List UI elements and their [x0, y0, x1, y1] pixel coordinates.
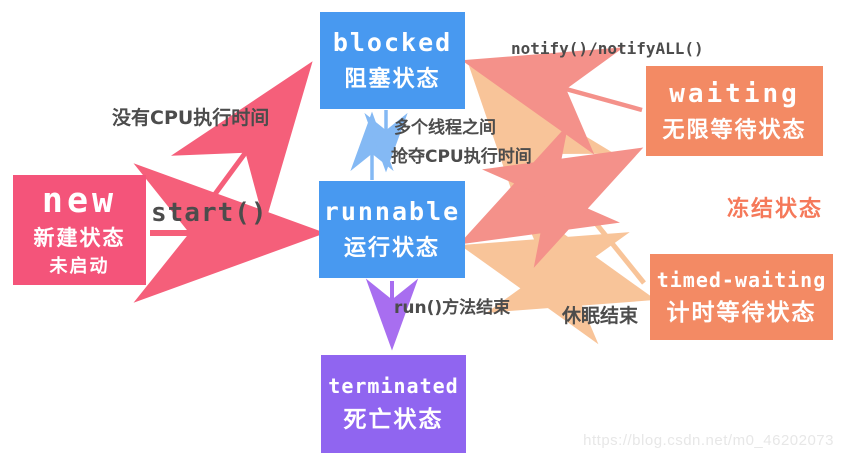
node-new: new 新建状态 未启动	[13, 175, 146, 285]
node-runnable-subtitle: 运行状态	[343, 236, 440, 261]
sleep-end-label: 休眠结束	[562, 305, 639, 327]
node-new-note: 未启动	[49, 256, 110, 277]
node-waiting: waiting 无限等待状态	[646, 66, 823, 156]
node-timed-waiting-subtitle: 计时等待状态	[666, 299, 817, 326]
node-new-subtitle: 新建状态	[33, 226, 126, 250]
node-blocked: blocked 阻塞状态	[320, 12, 465, 109]
runnable-timedwaiting-arrow	[459, 200, 657, 345]
start-label: start()	[151, 198, 268, 228]
node-terminated-subtitle: 死亡状态	[343, 407, 444, 433]
no-cpu-time-label: 没有CPU执行时间	[112, 107, 270, 129]
node-waiting-subtitle: 无限等待状态	[662, 117, 807, 143]
node-runnable-title: runnable	[323, 197, 461, 226]
node-terminated: terminated 死亡状态	[321, 355, 466, 453]
grab-cpu-label: 抢夺CPU执行时间	[391, 147, 532, 167]
no-cpu-time-arrow	[170, 61, 313, 225]
node-new-title: new	[41, 181, 118, 221]
node-terminated-title: terminated	[328, 374, 459, 398]
notify-label: notify()/notifyALL()	[511, 39, 704, 58]
node-waiting-title: waiting	[669, 78, 800, 109]
timedwaiting-to-blocked-arrow	[468, 65, 646, 285]
node-runnable: runnable 运行状态	[319, 181, 465, 278]
node-blocked-subtitle: 阻塞状态	[344, 67, 441, 92]
node-timed-waiting-title: timed-waiting	[656, 267, 827, 292]
node-blocked-title: blocked	[332, 28, 453, 57]
multi-threads-label: 多个线程之间	[394, 118, 496, 138]
runnable-waiting-arrow	[458, 124, 644, 268]
frozen-state-label: 冻结状态	[727, 197, 824, 222]
node-timed-waiting: timed-waiting 计时等待状态	[650, 254, 833, 340]
run-end-label: run()方法结束	[394, 298, 511, 318]
notify-arrow	[461, 47, 643, 155]
watermark: https://blog.csdn.net/m0_46202073	[583, 432, 834, 449]
